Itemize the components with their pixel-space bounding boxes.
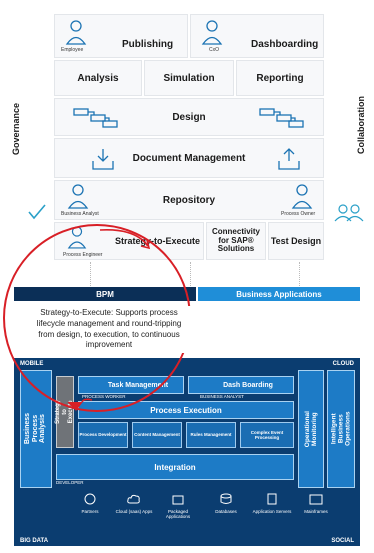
process-development-label: Process Development	[79, 432, 127, 438]
employee-label: Employee	[61, 47, 84, 53]
reporting-cell: Reporting	[236, 60, 324, 96]
rules-management-box: Rules Management	[186, 422, 236, 448]
architecture-panel: MOBILE CLOUD BIG DATA SOCIAL Business Pr…	[14, 358, 360, 546]
connector-line	[190, 262, 191, 286]
system-cloud-apps: Cloud (saas) Apps	[114, 492, 154, 515]
system-packaged-applications-label: Packaged Applications	[165, 509, 191, 519]
cxo-icon	[201, 20, 223, 45]
process-owner-icon	[291, 184, 313, 209]
complex-event-processing-box: Complex Event Processing	[240, 422, 294, 448]
employee-icon	[65, 20, 87, 45]
business-analyst-role-label: BUSINESS ANALYST	[200, 394, 244, 399]
connector-lines	[90, 262, 300, 286]
system-packaged-applications: Packaged Applications	[158, 492, 198, 520]
group-users-icon	[334, 204, 364, 222]
partners-icon	[84, 493, 96, 505]
strategy-to-execute-cell: Process Engineer Strategy-to-Execute	[54, 222, 204, 260]
repository-cell: Business Analyst Repository Process Owne…	[54, 180, 324, 220]
connectivity-cell: Connectivity for SAP® Solutions	[206, 222, 266, 260]
integration-box: Integration	[56, 454, 294, 480]
system-application-servers: Application Servers	[252, 492, 292, 515]
server-icon	[267, 493, 277, 505]
cloud-label: CLOUD	[332, 361, 354, 367]
process-model-icon	[73, 108, 118, 128]
publishing-label: Publishing	[122, 39, 174, 50]
annotation-text: Strategy-to-Execute: Supports process li…	[36, 308, 182, 350]
inbox-upload-icon	[278, 148, 300, 170]
process-owner-label: Process Owner	[281, 211, 316, 217]
cloud-icon	[127, 494, 140, 504]
cxo-label: CxO	[209, 47, 219, 53]
system-mainframes-label: Mainframes	[304, 509, 328, 514]
business-analyst-label: Business Analyst	[61, 211, 99, 217]
system-partners: Partners	[70, 492, 110, 515]
process-development-box: Process Development	[78, 422, 128, 448]
social-label: SOCIAL	[331, 538, 354, 544]
dashboarding-label: Dashboarding	[251, 39, 319, 50]
developer-label: DEVELOPER	[56, 480, 84, 485]
package-icon	[172, 495, 184, 505]
dashboarding-cell: CxO Dashboarding	[190, 14, 324, 58]
simulation-cell: Simulation	[144, 60, 234, 96]
annotation-arrow-down	[81, 398, 93, 403]
design-label: Design	[172, 111, 206, 123]
document-management-label: Document Management	[132, 152, 246, 164]
process-execution-label: Process Execution	[150, 405, 222, 415]
system-partners-label: Partners	[81, 509, 99, 514]
annotation-arrowhead-up	[140, 239, 151, 250]
integration-label: Integration	[154, 462, 196, 472]
system-databases: Databases	[206, 492, 246, 515]
system-application-servers-label: Application Servers	[252, 509, 292, 514]
document-management-cell: Document Management	[54, 138, 324, 178]
complex-event-processing-label: Complex Event Processing	[250, 429, 284, 440]
system-cloud-apps-label: Cloud (saas) Apps	[115, 509, 153, 514]
system-mainframes: Mainframes	[296, 492, 336, 515]
business-analyst-icon	[67, 184, 89, 209]
business-applications-bar: Business Applications	[198, 287, 360, 301]
operational-monitoring-box: Operational Monitoring	[298, 370, 324, 488]
bpm-bar: BPM	[14, 287, 196, 301]
content-management-label: Content Management	[134, 432, 180, 438]
publishing-cell: Employee Publishing	[54, 14, 188, 58]
annotation-text-box: Strategy-to-Execute: Supports process li…	[24, 306, 194, 354]
systems-row: Partners Cloud (saas) Apps Packaged Appl…	[70, 492, 330, 540]
inbox-download-icon	[92, 149, 114, 170]
system-databases-label: Databases	[215, 509, 237, 514]
task-management-label: Task Management	[107, 381, 169, 389]
process-engineer-label: Process Engineer	[63, 252, 103, 258]
process-model-icon	[259, 108, 304, 128]
test-design-label: Test Design	[270, 236, 322, 246]
strategy-to-execute-box: Strategy to Execute	[55, 376, 74, 448]
mainframe-icon	[309, 494, 323, 505]
test-design-cell: Test Design	[268, 222, 324, 260]
rules-management-label: Rules Management	[190, 432, 232, 438]
checkmark-icon	[28, 204, 46, 220]
intelligent-business-operations-box: Intelligent Business Operations	[327, 370, 355, 488]
mobile-label: MOBILE	[20, 361, 44, 367]
simulation-label: Simulation	[163, 72, 215, 84]
connectivity-label: Connectivity for SAP® Solutions	[211, 226, 260, 254]
dash-boarding-label: Dash Boarding	[223, 381, 273, 389]
annotation-arrowhead-down	[67, 401, 83, 411]
repository-label: Repository	[162, 194, 216, 206]
content-management-box: Content Management	[132, 422, 182, 448]
business-applications-label: Business Applications	[236, 289, 322, 299]
annotation-arrow-up	[99, 229, 149, 247]
big-data-label: BIG DATA	[20, 538, 49, 544]
dash-boarding-box: Dash Boarding	[188, 376, 294, 394]
bpm-label: BPM	[96, 289, 114, 299]
strategy-to-execute-label: Strategy-to-Execute	[115, 236, 201, 246]
design-cell: Design	[54, 98, 324, 136]
analysis-label: Analysis	[77, 72, 119, 84]
reporting-label: Reporting	[256, 72, 304, 84]
process-worker-label: PROCESS WORKER	[82, 394, 126, 399]
business-process-analysis-box: Business Process Analysis	[20, 370, 52, 488]
database-icon	[220, 493, 232, 504]
analysis-cell: Analysis	[54, 60, 142, 96]
